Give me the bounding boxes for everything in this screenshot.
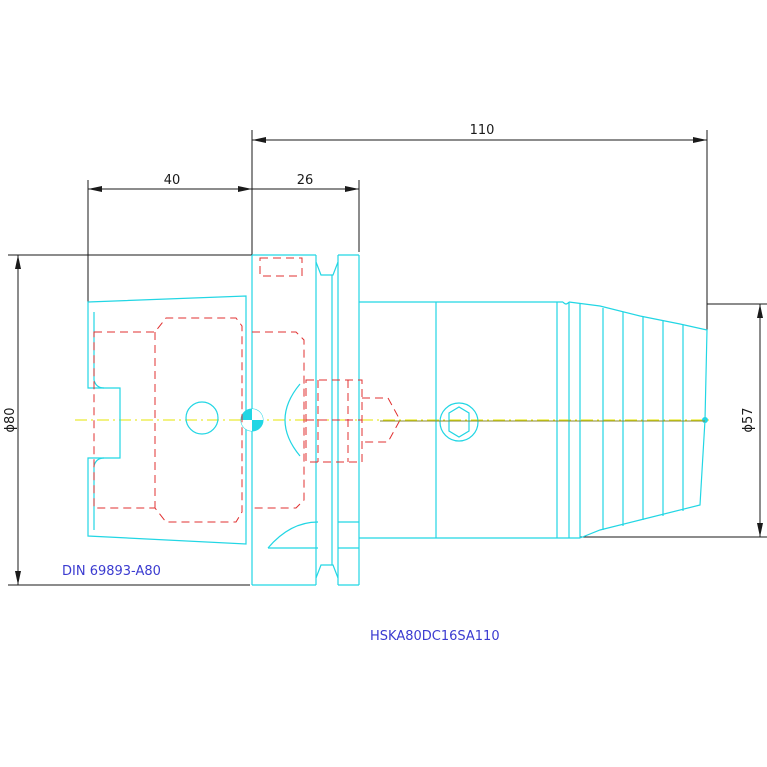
flange-length-text: 40 xyxy=(164,173,181,188)
flange-diameter-text: ϕ80 xyxy=(3,407,18,432)
dimension-overall-length: 110 xyxy=(251,123,708,330)
part-number-label: HSKA80DC16SA110 xyxy=(370,629,500,644)
dimension-flange-length: 40 xyxy=(87,173,252,302)
dimension-flange-diameter: ϕ80 xyxy=(3,254,252,586)
hidden-geometry xyxy=(93,257,401,523)
collar-length-text: 26 xyxy=(297,173,314,188)
set-screw-circle xyxy=(439,402,479,442)
dimension-collar-length: 26 xyxy=(252,173,360,252)
set-screw-hex xyxy=(448,406,470,438)
shank-bore-circle xyxy=(185,401,219,435)
standard-label: DIN 69893-A80 xyxy=(62,564,161,579)
overall-length-text: 110 xyxy=(470,123,495,138)
dimension-nose-diameter: ϕ57 xyxy=(580,303,767,538)
nose-diameter-text: ϕ57 xyxy=(741,407,756,432)
gauge-reference-point xyxy=(240,408,264,432)
body-outline xyxy=(435,301,708,539)
nose-center-point xyxy=(702,417,708,423)
